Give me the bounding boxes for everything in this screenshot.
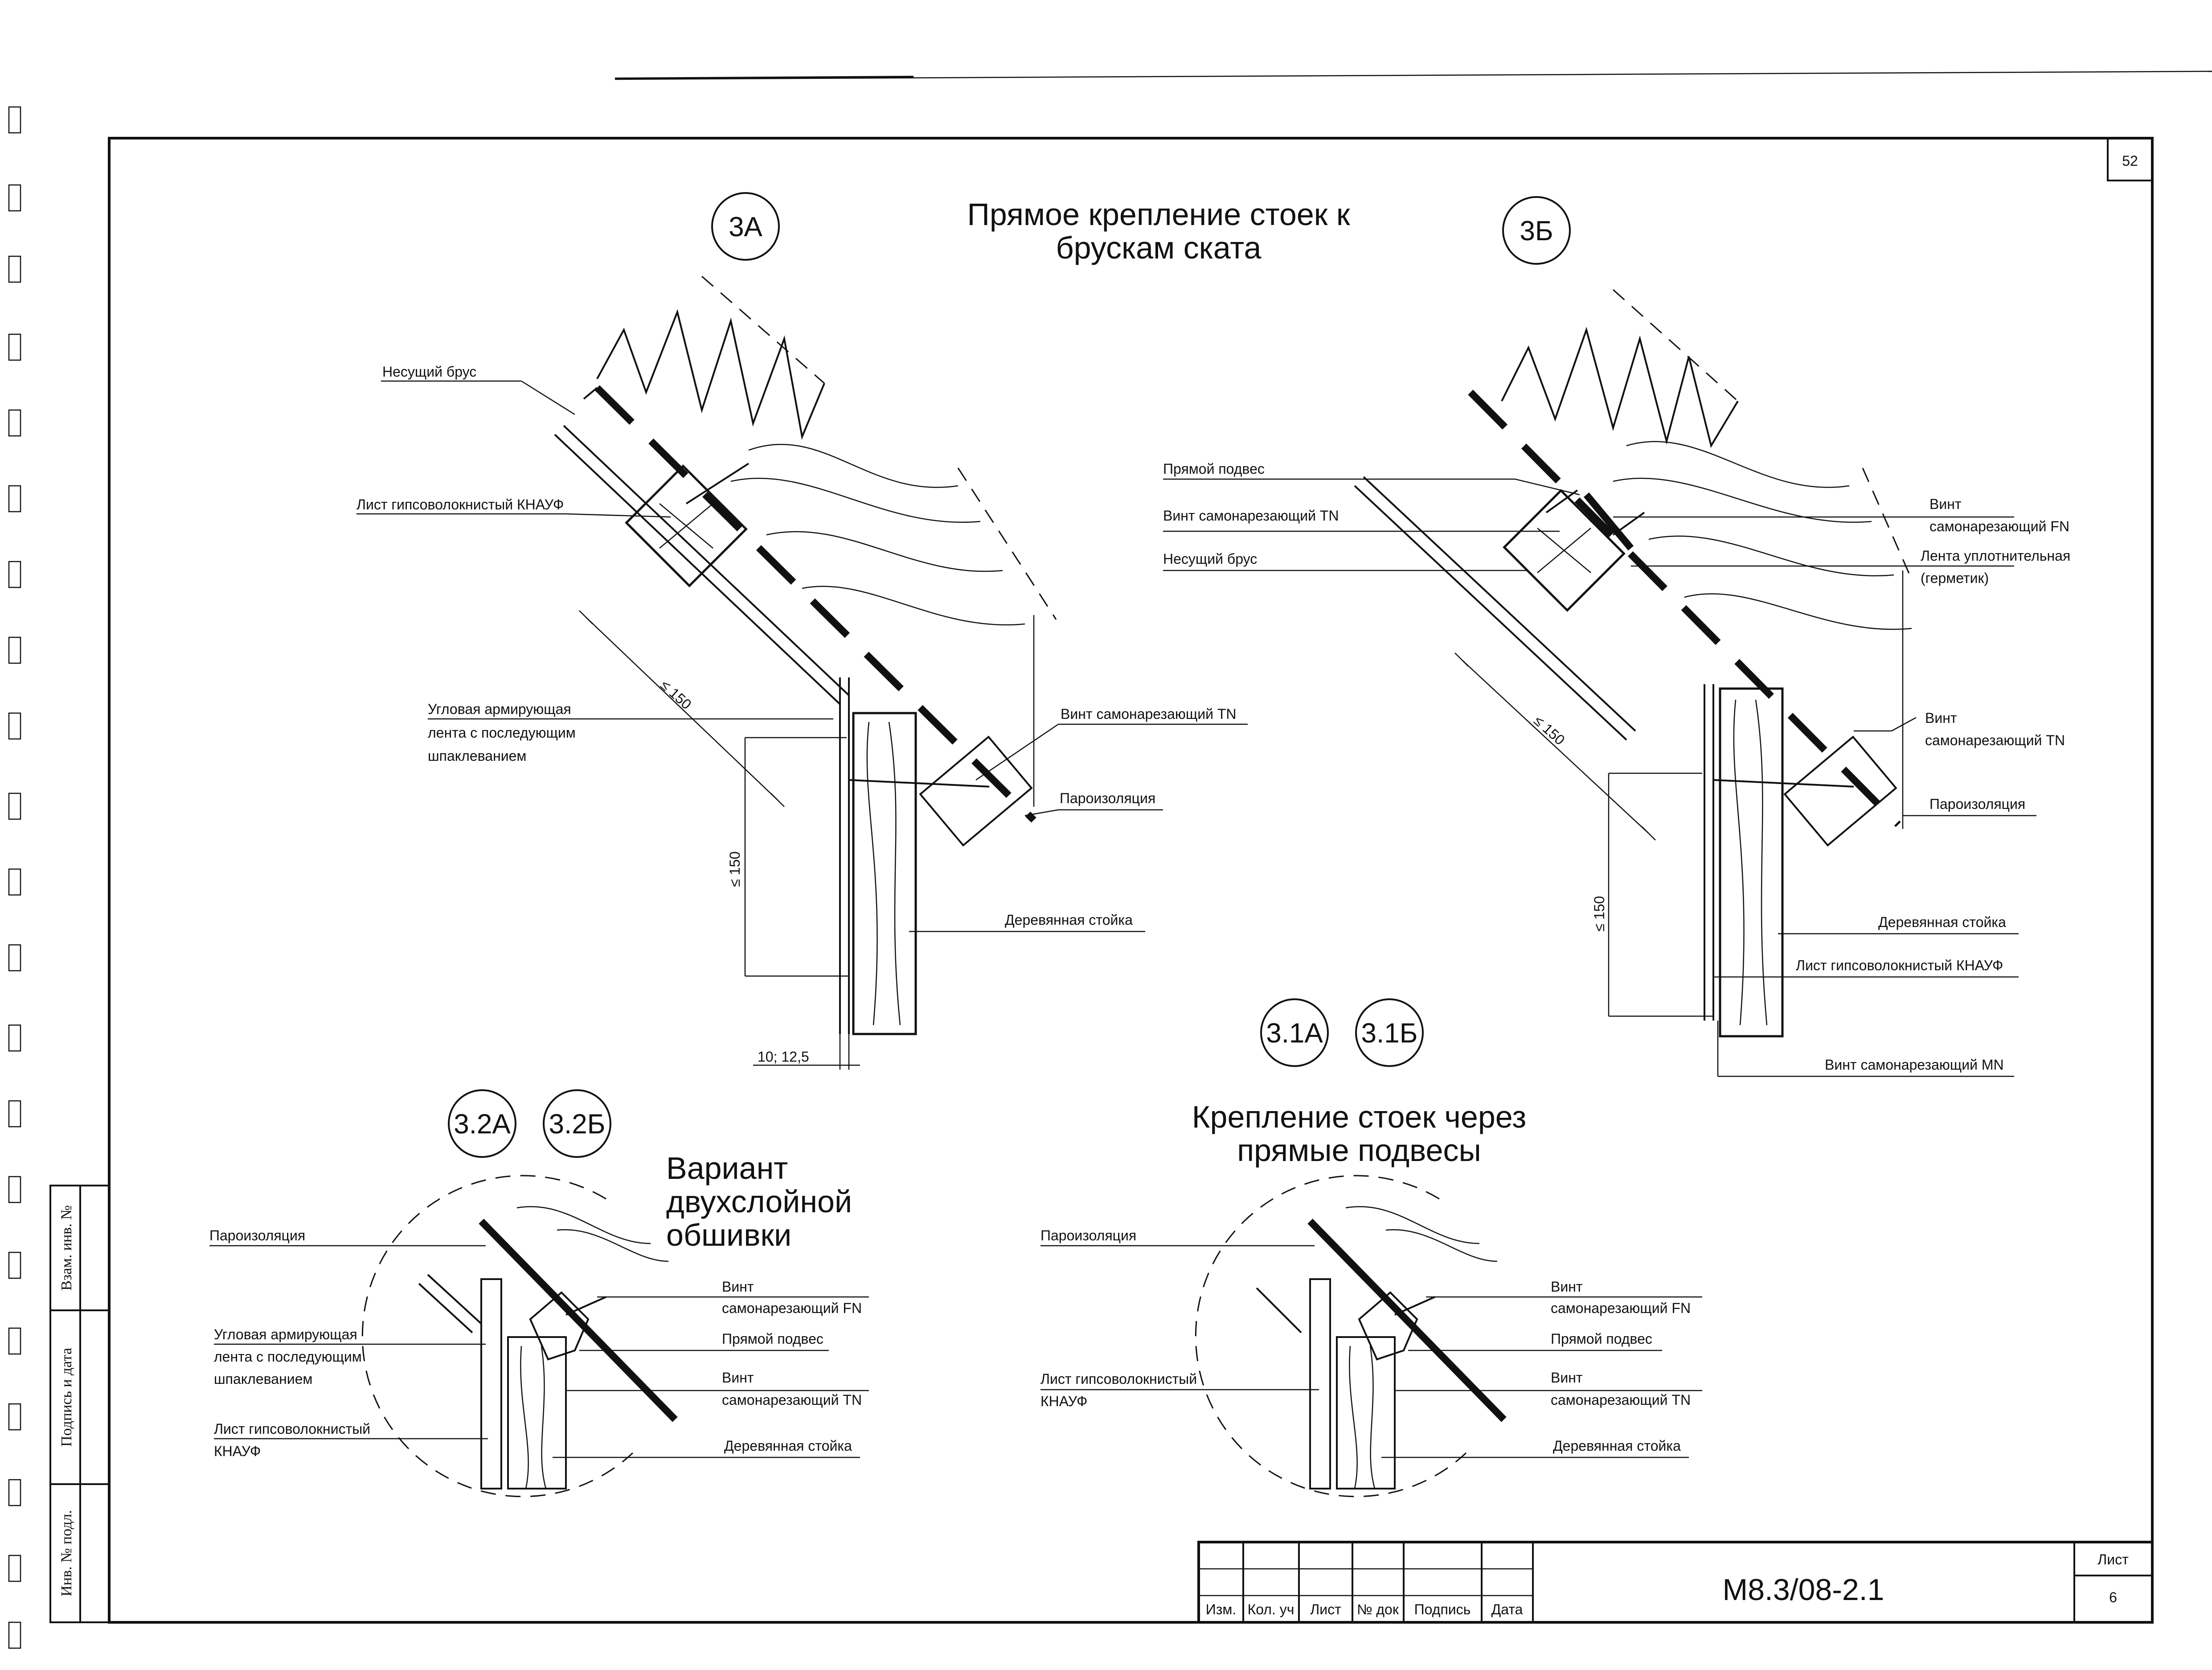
- label-3b-screw-fn-1: Винт: [1929, 496, 1962, 512]
- title-hangers-2: прямые подвесы: [1237, 1133, 1481, 1168]
- label-31-board-2: КНАУФ: [1040, 1393, 1087, 1409]
- tag-3b: 3Б: [1520, 216, 1553, 246]
- label-3a-board: Лист гипсоволокнистый КНАУФ: [356, 496, 564, 513]
- dim-3a-vert: ≤ 150: [727, 851, 743, 887]
- label-31-hanger: Прямой подвес: [1551, 1331, 1652, 1347]
- tag-3a: 3А: [729, 212, 762, 242]
- label-3b-screw-tn2-2: самонарезающий TN: [1925, 732, 2065, 748]
- label-32-screw-fn-1: Винт: [722, 1279, 754, 1295]
- label-3b-screw-mn: Винт самонарезающий MN: [1825, 1057, 2004, 1073]
- tag-3-1a: 3.1А: [1266, 1018, 1323, 1049]
- detail-3b: ≤ 150 ≤ 150 Прямой подвес Винт самонарез…: [1163, 289, 2070, 1077]
- title-direct-1: Прямое крепление стоек к: [967, 197, 1350, 232]
- dim-3a-diag: ≤ 150: [657, 677, 694, 712]
- label-3a-beam: Несущий брус: [382, 364, 476, 380]
- stamp-signature-date: Подпись и дата: [58, 1348, 75, 1447]
- label-3b-board: Лист гипсоволокнистый КНАУФ: [1796, 957, 2003, 973]
- title-direct-2: брускам ската: [1056, 230, 1262, 265]
- detail-tags: 3А 3Б 3.1А 3.1Б 3.2А 3.2Б: [448, 192, 1571, 1158]
- detail-3-1: Пароизоляция Лист гипсоволокнистый КНАУФ…: [1040, 1175, 1702, 1498]
- label-3b-hanger: Прямой подвес: [1163, 461, 1265, 477]
- insulation-3a: [596, 309, 825, 440]
- label-31-screw-fn-2: самонарезающий FN: [1551, 1300, 1691, 1316]
- label-3a-vapour: Пароизоляция: [1060, 790, 1155, 806]
- stamp-inv-original: Инв. № подл.: [58, 1510, 75, 1596]
- label-3a-tape-2: лента с последующим: [428, 725, 576, 741]
- titles: Прямое крепление стоек к брускам ската К…: [666, 197, 1526, 1252]
- label-3b-seal-1: Лента уплотнительная: [1921, 548, 2070, 564]
- dim-3b-vert: ≤ 150: [1591, 896, 1607, 931]
- label-31-stud: Деревянная стойка: [1553, 1438, 1681, 1454]
- detail-3-2: Пароизоляция Угловая армирующая лента с …: [209, 1175, 869, 1498]
- col-doc: № док: [1357, 1601, 1399, 1617]
- title-block: Изм. Кол. уч Лист № док Подпись Дата М8.…: [1197, 1541, 2154, 1624]
- label-32-screw-fn-2: самонарезающий FN: [722, 1300, 862, 1316]
- label-3a-screw-tn: Винт самонарезающий TN: [1061, 706, 1236, 722]
- label-32-screw-tn-2: самонарезающий TN: [722, 1392, 862, 1408]
- label-31-board-1: Лист гипсоволокнистый: [1040, 1371, 1197, 1387]
- title-hangers-1: Крепление стоек через: [1192, 1100, 1526, 1134]
- tag-3-2b: 3.2Б: [549, 1109, 606, 1140]
- detail-3a: ≤ 150 ≤ 150 10; 12,5 Несущий брус Лист г…: [356, 275, 1248, 1070]
- col-quantity: Кол. уч: [1248, 1601, 1294, 1617]
- dim-3b-diag: ≤ 150: [1531, 712, 1568, 748]
- page-number: 52: [2122, 153, 2138, 169]
- label-3b-screw-tn2-1: Винт: [1925, 710, 1957, 726]
- label-32-screw-tn-1: Винт: [722, 1370, 754, 1386]
- label-3b-stud: Деревянная стойка: [1878, 914, 2006, 930]
- col-date: Дата: [1491, 1601, 1523, 1617]
- page-number-box: 52: [2107, 137, 2153, 181]
- label-3a-tape-3: шпаклеванием: [428, 748, 526, 764]
- col-change: Изм.: [1206, 1601, 1237, 1617]
- col-signature: Подпись: [1414, 1601, 1471, 1617]
- label-3a-stud: Деревянная стойка: [1005, 912, 1133, 928]
- title-double-1: Вариант: [666, 1151, 788, 1186]
- sheet-number: 6: [2109, 1589, 2117, 1605]
- label-32-tape-2: лента с последующим: [214, 1349, 362, 1365]
- title-double-3: обшивки: [666, 1218, 791, 1252]
- label-32-hanger: Прямой подвес: [722, 1331, 823, 1347]
- label-31-screw-tn-2: самонарезающий TN: [1551, 1392, 1691, 1408]
- label-31-screw-tn-1: Винт: [1551, 1370, 1583, 1386]
- label-32-vapour: Пароизоляция: [209, 1227, 305, 1243]
- label-3b-screw-tn: Винт самонарезающий TN: [1163, 508, 1339, 524]
- label-32-stud: Деревянная стойка: [724, 1438, 852, 1454]
- title-double-2: двухслойной: [666, 1184, 852, 1219]
- stamp-replace-inv: Взам. инв. №: [58, 1205, 75, 1291]
- drawing-frame: [108, 137, 2154, 1624]
- sheet-label: Лист: [2097, 1551, 2129, 1567]
- label-3a-tape-1: Угловая армирующая: [428, 701, 571, 717]
- label-32-board-2: КНАУФ: [214, 1443, 261, 1459]
- tag-3-2a: 3.2А: [454, 1109, 511, 1140]
- label-31-vapour: Пароизоляция: [1040, 1227, 1136, 1243]
- label-3b-vapour: Пароизоляция: [1929, 796, 2025, 812]
- label-3b-seal-2: (герметик): [1921, 570, 1989, 586]
- scan-edge: [8, 70, 2212, 1649]
- label-32-tape-3: шпаклеванием: [214, 1371, 312, 1387]
- col-sheet: Лист: [1310, 1601, 1341, 1617]
- dim-3a-thickness: 10; 12,5: [758, 1049, 809, 1065]
- label-32-board-1: Лист гипсоволокнистый: [214, 1421, 370, 1437]
- label-3b-beam: Несущий брус: [1163, 551, 1257, 567]
- label-32-tape-1: Угловая армирующая: [214, 1326, 357, 1342]
- drawing-code: М8.3/08-2.1: [1723, 1573, 1884, 1607]
- label-31-screw-fn-1: Винт: [1551, 1279, 1583, 1295]
- side-stamp: Взам. инв. № Подпись и дата Инв. № подл.: [49, 1185, 110, 1623]
- label-3b-screw-fn-2: самонарезающий FN: [1929, 518, 2069, 534]
- insulation-3b: [1501, 327, 1739, 448]
- tag-3-1b: 3.1Б: [1361, 1018, 1418, 1049]
